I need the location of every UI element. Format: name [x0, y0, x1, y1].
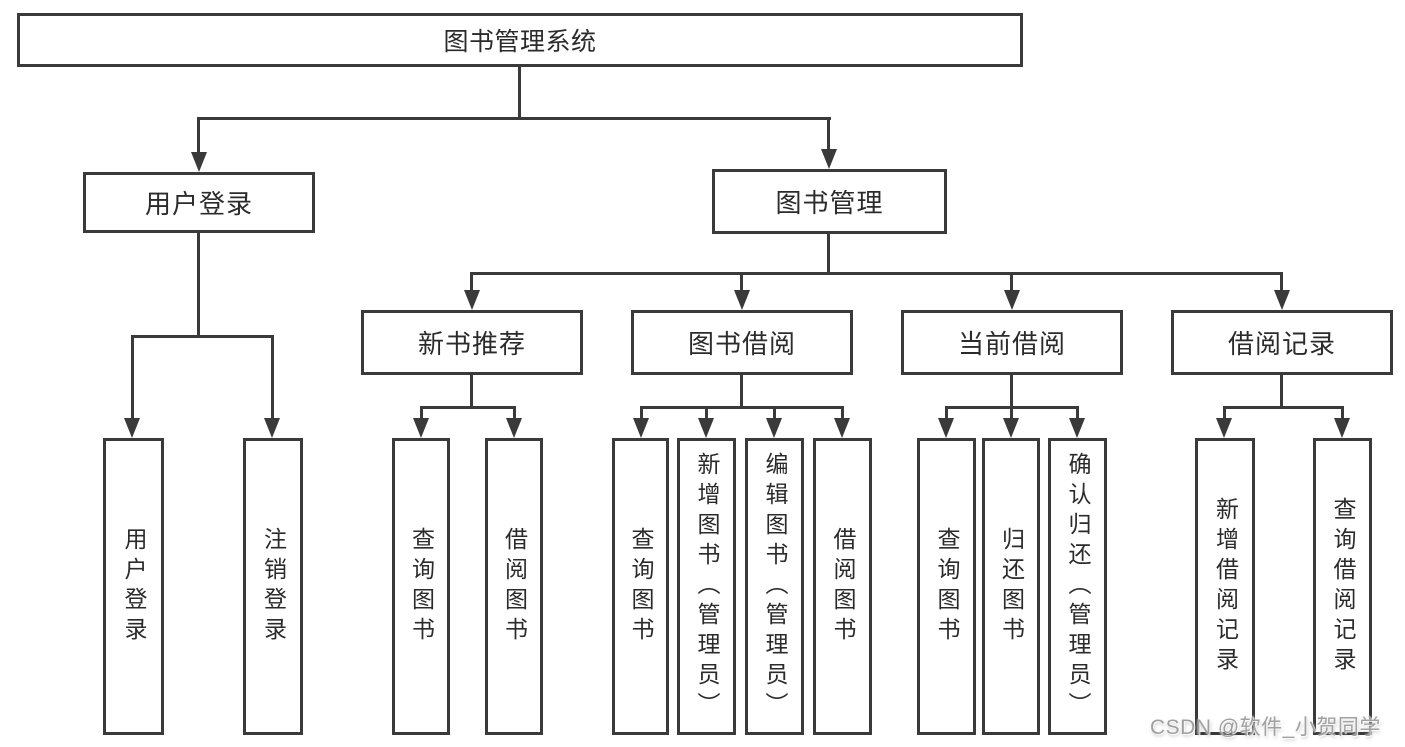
connector-line	[420, 406, 423, 422]
node-book-management: 图书管理	[712, 169, 947, 234]
node-borrowing-records: 借阅记录	[1171, 310, 1393, 375]
node-label: 编辑图书（管理员）	[762, 451, 788, 722]
node-label: 借阅图书	[501, 526, 528, 647]
node-label: 新增借阅记录	[1212, 496, 1239, 677]
connector-user-login-branch	[131, 335, 274, 338]
node-user-login: 用户登录	[83, 172, 315, 233]
connector-line	[197, 117, 200, 155]
node-label: 查询图书	[628, 526, 654, 647]
arrow-down-icon	[1274, 290, 1290, 310]
node-label: 查询借阅记录	[1330, 496, 1356, 677]
node-label: 当前借阅	[957, 329, 1066, 359]
arrow-down-icon	[1004, 290, 1020, 310]
leaf-add-borrow-record: 新增借阅记录	[1195, 438, 1255, 735]
node-library-management-system: 图书管理系统	[17, 13, 1023, 67]
node-label: 归还图书	[998, 526, 1025, 647]
arrow-down-icon	[938, 418, 954, 438]
leaf-user-login: 用户登录	[103, 438, 164, 735]
connector-line	[841, 406, 844, 422]
connector-line	[470, 272, 473, 296]
node-label: 借阅记录	[1227, 329, 1336, 359]
leaf-query-books-recommend: 查询图书	[392, 438, 450, 735]
connector-new-book-branch	[420, 406, 516, 409]
node-label: 注销登录	[260, 526, 287, 647]
connector-line	[773, 406, 776, 422]
node-label: 用户登录	[121, 526, 147, 647]
connector-line	[640, 406, 643, 422]
connector-line	[705, 406, 708, 422]
node-label: 图书管理系统	[443, 28, 597, 56]
node-label: 新书推荐	[417, 329, 526, 359]
leaf-query-books-borrowing: 查询图书	[612, 438, 669, 735]
arrow-down-icon	[633, 418, 649, 438]
node-label: 图书管理	[775, 188, 884, 218]
arrow-down-icon	[821, 149, 837, 169]
node-book-borrowing: 图书借阅	[631, 310, 853, 375]
leaf-borrow-books-recommend: 借阅图书	[485, 438, 543, 735]
csdn-watermark: CSDN @软件_小贺同学	[1150, 716, 1381, 739]
arrow-down-icon	[698, 418, 714, 438]
connector-line	[1010, 272, 1013, 296]
arrow-down-icon	[264, 418, 280, 438]
connector-line	[740, 272, 743, 296]
leaf-add-books-admin: 新增图书（管理员）	[677, 438, 736, 735]
connector-new-book-stem	[470, 375, 473, 408]
node-label: 用户登录	[144, 189, 253, 219]
node-label: 借阅图书	[830, 526, 856, 647]
arrow-down-icon	[413, 418, 429, 438]
connector-line	[1076, 406, 1079, 422]
node-label: 查询图书	[408, 526, 435, 647]
arrow-down-icon	[506, 418, 522, 438]
connector-line	[1010, 406, 1013, 422]
arrow-down-icon	[1069, 418, 1085, 438]
connector-book-borrow-stem	[740, 375, 743, 408]
arrow-down-icon	[124, 418, 140, 438]
leaf-query-borrow-record: 查询借阅记录	[1313, 438, 1372, 735]
connector-book-mgmt-stem	[827, 234, 830, 274]
leaf-edit-books-admin: 编辑图书（管理员）	[745, 438, 804, 735]
connector-line	[1280, 272, 1283, 296]
arrow-down-icon	[834, 418, 850, 438]
connector-root-stem	[518, 67, 521, 117]
leaf-logout-login: 注销登录	[243, 438, 303, 735]
node-label: 确认归还（管理员）	[1065, 451, 1091, 722]
node-current-borrowing: 当前借阅	[901, 310, 1123, 375]
connector-root-branch	[197, 117, 831, 120]
node-label: 查询图书	[934, 526, 960, 647]
node-new-book-recommend: 新书推荐	[361, 310, 583, 375]
arrow-down-icon	[766, 418, 782, 438]
leaf-query-books-current: 查询图书	[917, 438, 976, 735]
arrow-down-icon	[464, 290, 480, 310]
connector-book-mgmt-branch	[470, 272, 1283, 275]
connector-line	[131, 335, 134, 423]
connector-line	[271, 335, 274, 423]
arrow-down-icon	[1334, 418, 1350, 438]
node-label: 图书借阅	[687, 329, 796, 359]
leaf-borrow-books-borrowing: 借阅图书	[813, 438, 872, 735]
node-label: 新增图书（管理员）	[694, 451, 720, 722]
connector-current-borrow-stem	[1010, 375, 1013, 408]
connector-line	[1223, 406, 1226, 422]
connector-line	[945, 406, 948, 422]
connector-line	[1341, 406, 1344, 422]
arrow-down-icon	[1003, 418, 1019, 438]
connector-line	[513, 406, 516, 422]
connector-line	[827, 117, 830, 153]
arrow-down-icon	[191, 152, 207, 172]
arrow-down-icon	[734, 290, 750, 310]
connector-borrow-record-branch	[1223, 406, 1344, 409]
leaf-return-books: 归还图书	[982, 438, 1040, 735]
leaf-confirm-return-admin: 确认归还（管理员）	[1048, 438, 1107, 735]
connector-user-login-stem	[197, 233, 200, 337]
connector-borrow-record-stem	[1280, 375, 1283, 408]
connector-book-borrow-branch	[640, 406, 844, 409]
arrow-down-icon	[1216, 418, 1232, 438]
